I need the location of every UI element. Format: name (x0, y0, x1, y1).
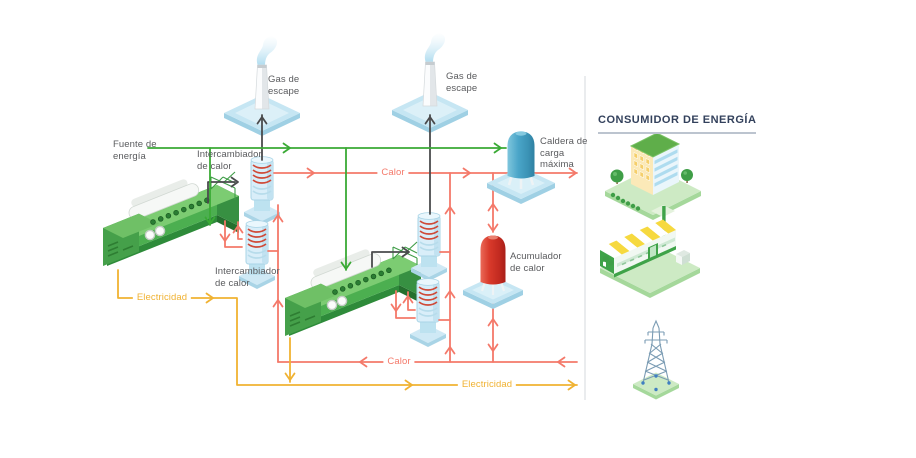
heat-exchanger-3 (410, 211, 448, 282)
energy-source-lines (147, 142, 507, 271)
accumulator-label: Acumulador de calor (510, 251, 562, 274)
exhaust-gas-lines (207, 114, 436, 268)
electricity-flow-lines (117, 269, 578, 391)
peak-load-boiler-icon (487, 131, 555, 204)
heat-accumulator-icon (463, 235, 523, 309)
engine-genset-1 (102, 171, 240, 267)
power-pylon-icon (633, 319, 679, 400)
heat-flow-label-bottom: Calor (383, 356, 415, 368)
heat-exchanger-label-2: Intercambiador de calor (215, 266, 280, 289)
energy-source-label: Fuente de energía (113, 139, 157, 162)
engine-genset-2 (284, 241, 422, 337)
heat-exchanger-label-1: Intercambiador de calor (197, 149, 262, 172)
exhaust-gas-label-1: Gas de escape (268, 74, 300, 97)
consumer-panel-title: CONSUMIDOR DE ENERGÍA (598, 114, 757, 134)
heat-flow-label-top: Calor (377, 167, 409, 179)
apartment-building-icon (605, 132, 701, 220)
boiler-label: Caldera de carga máxima (540, 136, 588, 171)
electricity-label-bottom: Electricidad (457, 379, 517, 391)
factory-icon (600, 206, 700, 298)
electricity-label-left: Electricidad (132, 292, 192, 304)
exhaust-gas-label-2: Gas de escape (446, 71, 478, 94)
